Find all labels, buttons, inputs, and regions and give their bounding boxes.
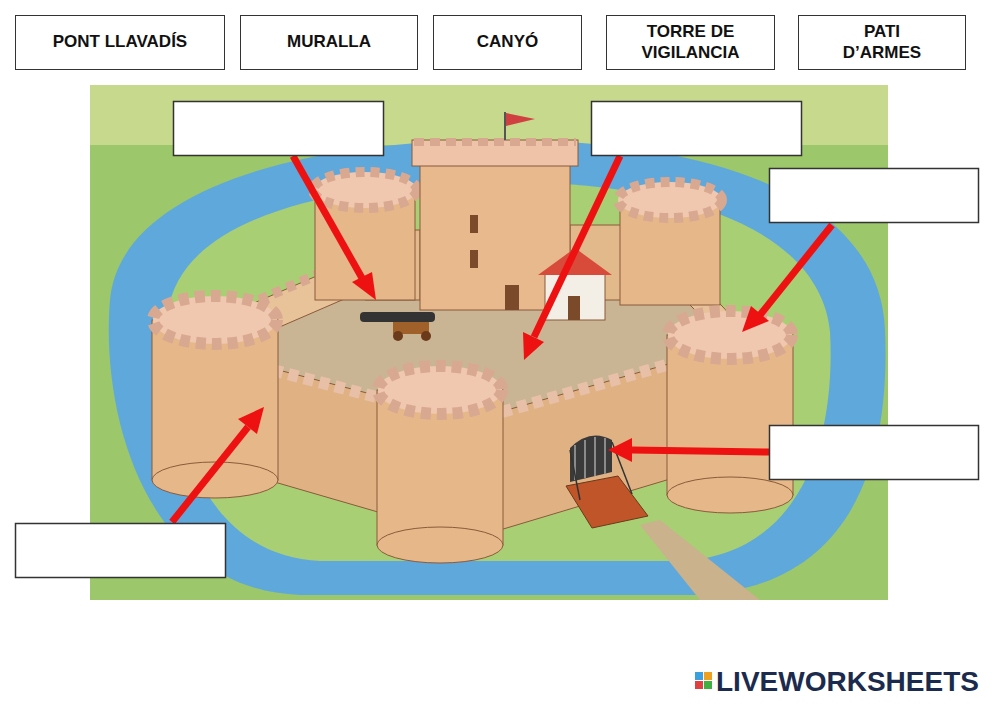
back-towers-part <box>313 172 417 208</box>
front-towers-part <box>668 311 792 359</box>
pointer-arrows-part <box>742 306 769 332</box>
path <box>640 520 760 600</box>
pointer-arrows-part <box>293 156 362 278</box>
word-box: PATI D’ARMES <box>798 15 966 70</box>
flag <box>506 113 535 126</box>
cannon-part <box>421 331 431 341</box>
watermark: LIVEWORKSHEETS <box>716 666 979 698</box>
keep-tower-part <box>470 250 478 268</box>
back-towers-part <box>618 182 722 218</box>
cannon-part <box>393 331 403 341</box>
word-label: CANYÓ <box>477 32 538 52</box>
keep-tower-part <box>504 112 506 140</box>
gate <box>570 436 612 483</box>
gate-part <box>570 436 612 483</box>
logo-icon-part <box>704 672 712 680</box>
pointer-arrows-part <box>523 332 544 360</box>
answer-boxes-part <box>770 426 979 480</box>
pointer-arrows <box>172 156 832 522</box>
keep-tower-part <box>470 215 478 233</box>
drawbridge-part <box>566 476 648 528</box>
answer-boxes-part <box>16 524 226 578</box>
pointer-arrows-part <box>608 438 632 462</box>
gate-part <box>594 437 596 476</box>
pointer-arrows-part <box>760 225 832 315</box>
front-towers-part <box>667 477 793 513</box>
word-box: CANYÓ <box>433 15 582 70</box>
logo-icon-part <box>695 681 703 689</box>
word-box: PONT LLAVADÍS <box>15 15 225 70</box>
front-towers-part <box>378 366 502 414</box>
word-box: MURALLA <box>240 15 418 70</box>
word-label: TORRE DE VIGILANCIA <box>621 22 761 63</box>
pointer-arrows-part <box>632 450 770 452</box>
word-label: MURALLA <box>287 32 371 52</box>
front-towers-part <box>377 527 503 563</box>
answer-boxes <box>16 102 979 578</box>
word-label: PONT LLAVADÍS <box>53 32 187 52</box>
front-towers-part <box>153 296 277 344</box>
front-towers <box>152 296 793 563</box>
word-label: PATI D’ARMES <box>832 22 932 63</box>
pointer-arrows-part <box>172 427 248 522</box>
answer-boxes-part <box>770 169 979 223</box>
logo-icon-part <box>704 681 712 689</box>
pointer-arrows-part <box>534 156 620 337</box>
gate-part <box>604 438 606 474</box>
keep-tower-part <box>505 285 519 310</box>
word-box: TORRE DE VIGILANCIA <box>606 15 775 70</box>
gate-part <box>584 440 586 478</box>
logo-icon <box>695 672 712 689</box>
cannon <box>360 312 435 341</box>
keep-tower-part <box>414 138 576 146</box>
keep-tower-part <box>412 140 578 166</box>
pointer-arrows-part <box>352 272 376 300</box>
logo-icon-part <box>695 672 703 680</box>
drawbridge <box>566 442 648 528</box>
drawbridge-part <box>570 450 580 500</box>
house-part <box>568 296 580 320</box>
answer-boxes-part <box>174 102 384 156</box>
pointer-arrows-part <box>238 407 264 434</box>
answer-boxes-part <box>592 102 802 156</box>
cannon-part <box>360 312 435 322</box>
